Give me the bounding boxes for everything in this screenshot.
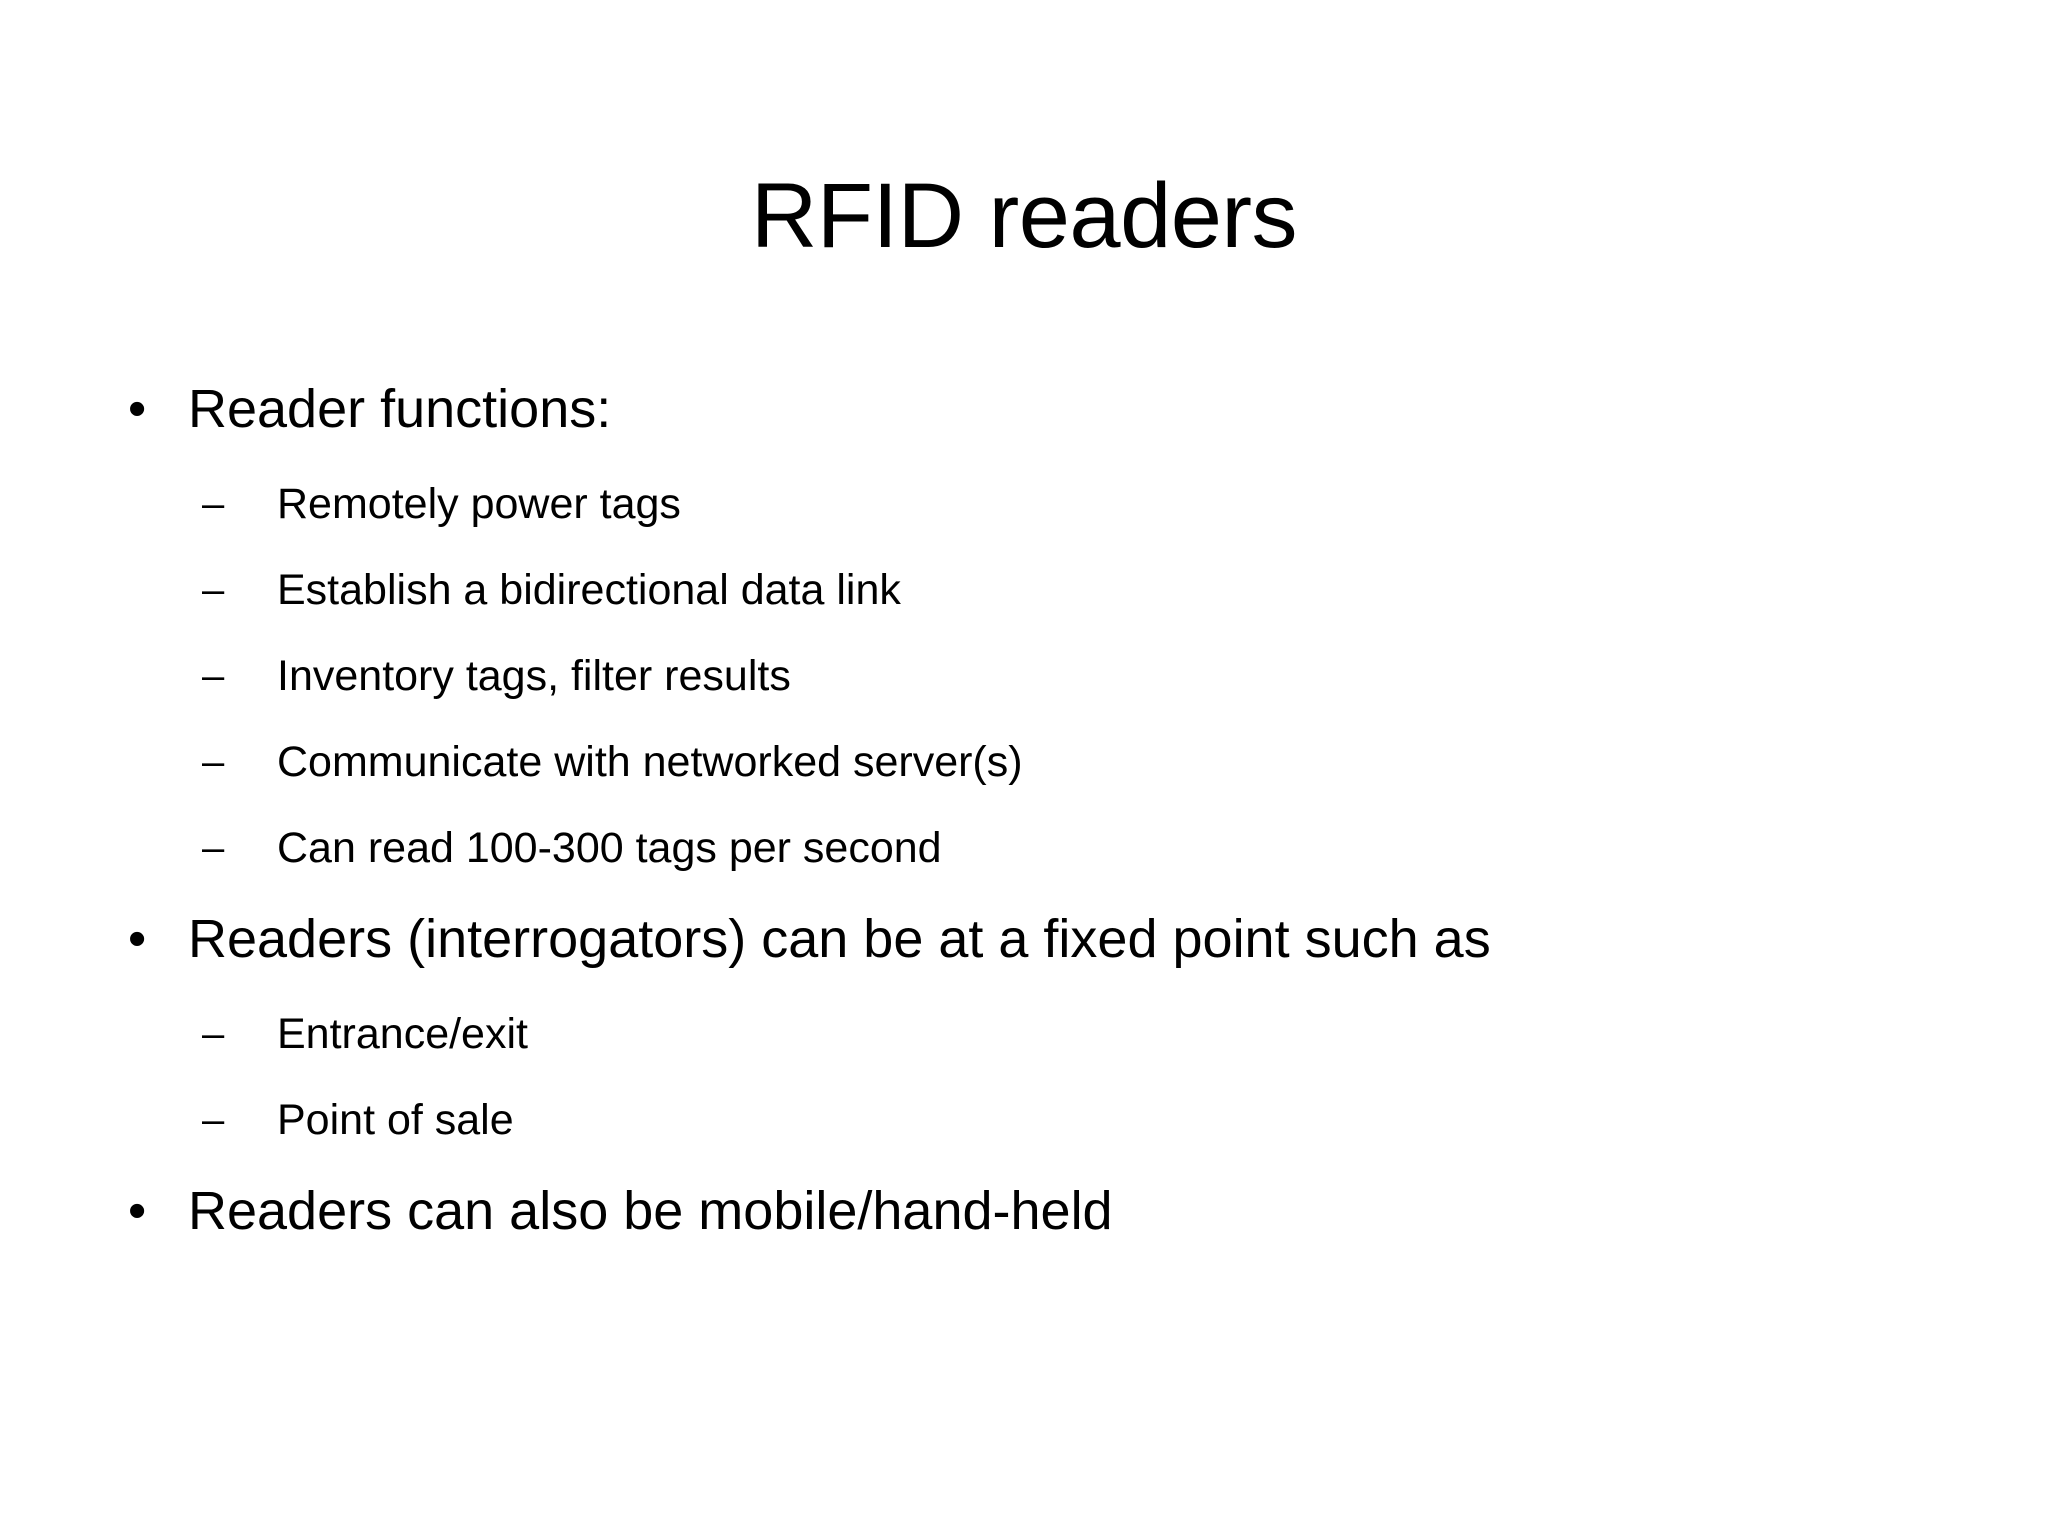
list-item-label: Can read 100-300 tags per second xyxy=(277,824,942,872)
list-item[interactable]: • Reader functions: xyxy=(110,370,1970,448)
bullet-dot-icon: • xyxy=(128,910,147,968)
list-item-label: Communicate with networked server(s) xyxy=(277,738,1023,786)
list-item-label: Entrance/exit xyxy=(277,1010,528,1058)
list-item-label: Reader functions: xyxy=(188,379,612,439)
list-item[interactable]: – Entrance/exit xyxy=(110,992,1970,1076)
bullet-dot-icon: • xyxy=(128,1182,147,1240)
bullet-dash-icon: – xyxy=(202,654,225,698)
list-item[interactable]: – Can read 100-300 tags per second xyxy=(110,806,1970,890)
list-item[interactable]: • Readers (interrogators) can be at a fi… xyxy=(110,900,1970,978)
list-item-label: Remotely power tags xyxy=(277,480,681,528)
list-item[interactable]: • Readers can also be mobile/hand-held xyxy=(110,1172,1970,1250)
bullet-dash-icon: – xyxy=(202,568,225,612)
list-item-label: Inventory tags, filter results xyxy=(277,652,791,700)
list-item[interactable]: – Remotely power tags xyxy=(110,462,1970,546)
bullet-dash-icon: – xyxy=(202,826,225,870)
bullet-dash-icon: – xyxy=(202,482,225,526)
list-item[interactable]: – Inventory tags, filter results xyxy=(110,634,1970,718)
list-item-label: Point of sale xyxy=(277,1096,514,1144)
list-item-label: Readers (interrogators) can be at a fixe… xyxy=(188,909,1491,969)
list-item[interactable]: – Point of sale xyxy=(110,1078,1970,1162)
list-item[interactable]: – Communicate with networked server(s) xyxy=(110,720,1970,804)
list-item-label: Establish a bidirectional data link xyxy=(277,566,901,614)
bullet-dash-icon: – xyxy=(202,740,225,784)
list-item-label: Readers can also be mobile/hand-held xyxy=(188,1181,1113,1241)
list-item[interactable]: – Establish a bidirectional data link xyxy=(110,548,1970,632)
bullet-dash-icon: – xyxy=(202,1098,225,1142)
page-title: RFID readers xyxy=(750,164,1298,267)
bullet-dash-icon: – xyxy=(202,1012,225,1056)
bullet-dot-icon: • xyxy=(128,380,147,438)
slide-body-content: • Reader functions: – Remotely power tag… xyxy=(110,370,1970,1256)
